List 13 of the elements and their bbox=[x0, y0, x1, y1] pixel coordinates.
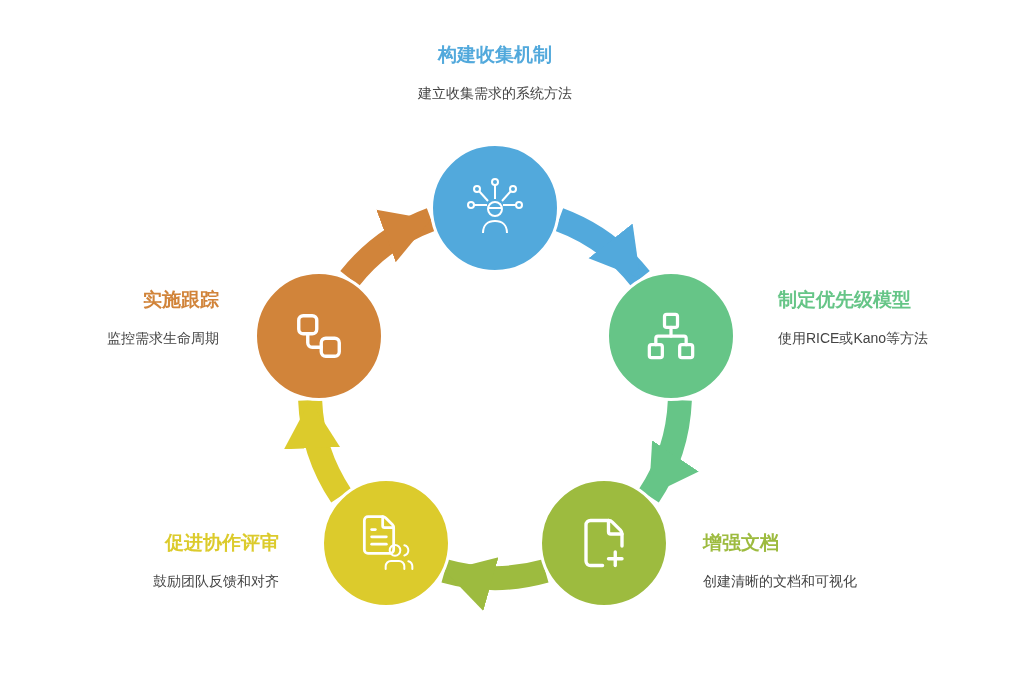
step-description: 创建清晰的文档和可视化 bbox=[702, 571, 857, 591]
step-description: 监控需求生命周期 bbox=[107, 328, 220, 348]
curved-arrow bbox=[442, 554, 548, 609]
step-title: 促进协作评审 bbox=[165, 530, 280, 555]
curved-arrow bbox=[286, 399, 352, 502]
step-title: 构建收集机制 bbox=[438, 43, 552, 67]
step-title: 增强文档 bbox=[702, 530, 779, 555]
step-title: 实施跟踪 bbox=[143, 287, 220, 312]
curved-arrow bbox=[638, 399, 698, 502]
step-title: 制定优先级模型 bbox=[777, 287, 911, 312]
step-description: 建立收集需求的系统方法 bbox=[418, 84, 572, 103]
step-description: 使用RICE或Kano等方法 bbox=[777, 328, 929, 348]
step-description: 鼓励团队反馈和对齐 bbox=[153, 571, 280, 591]
